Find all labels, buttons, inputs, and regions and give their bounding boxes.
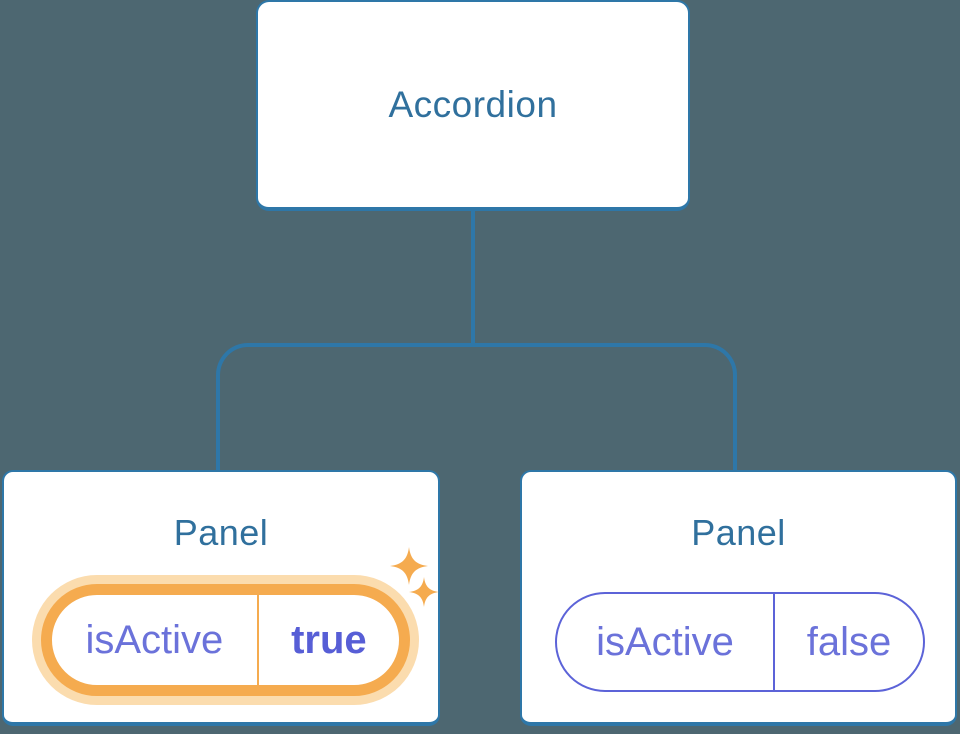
accordion-node: Accordion (256, 0, 690, 211)
panel-title: Panel (173, 512, 269, 553)
prop-pill-isactive-false: isActive false (555, 592, 925, 692)
sparkle-icon (409, 577, 439, 607)
sparkle-icon (390, 547, 428, 585)
panel-node-inactive: Panel isActive false (520, 470, 957, 726)
prop-name: isActive (85, 617, 224, 662)
accordion-node-label: Accordion (388, 83, 558, 125)
panel-title: Panel (691, 512, 786, 553)
prop-pill-isactive-true: isActive true (41, 584, 410, 696)
prop-value: false (772, 594, 923, 690)
connector-branch (216, 343, 737, 470)
connector-stem (471, 211, 475, 345)
prop-name: isActive (596, 619, 734, 664)
panel-node-active: Panel isActive true (2, 470, 440, 726)
prop-value: true (256, 595, 399, 685)
